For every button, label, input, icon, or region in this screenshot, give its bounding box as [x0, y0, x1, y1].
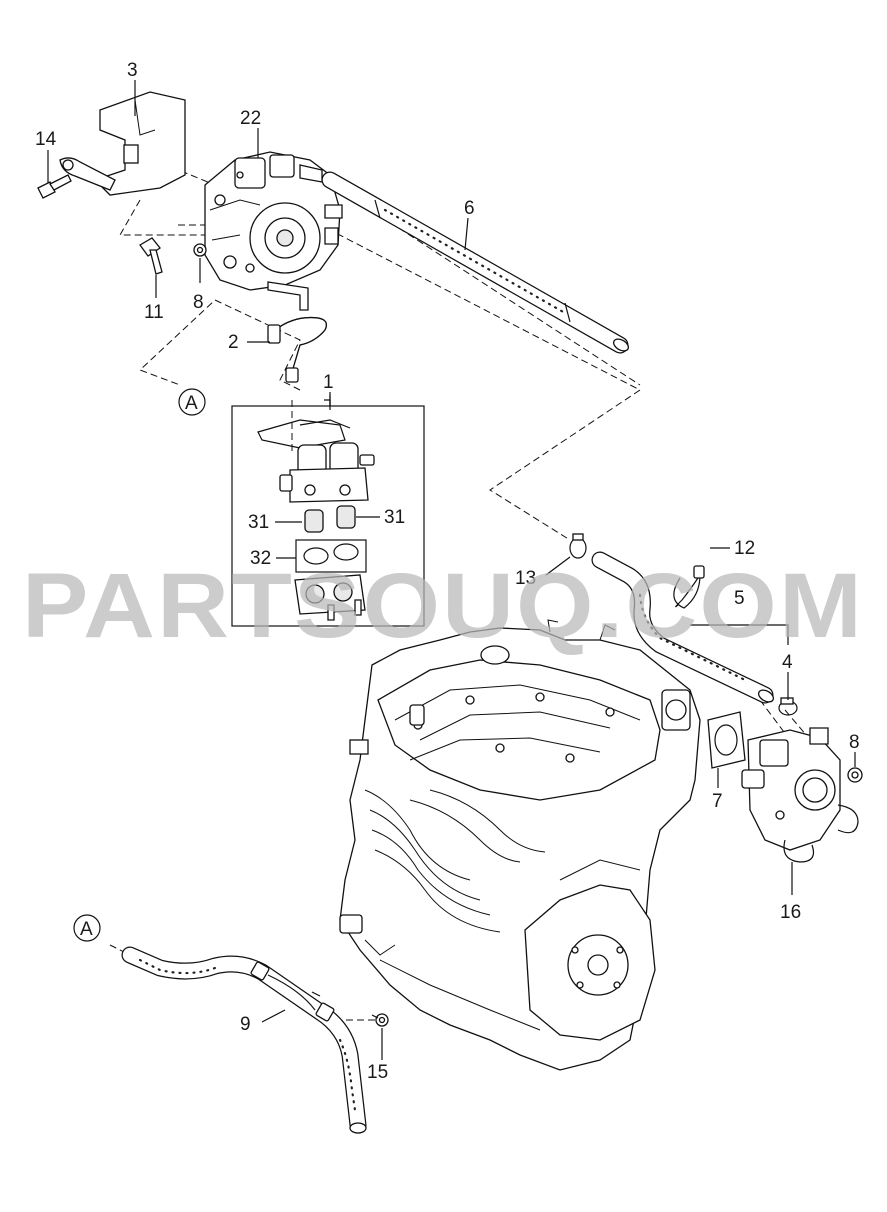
callout-8b: 8 [849, 732, 860, 753]
throttle-body-part [741, 727, 859, 863]
bolt-15-part [371, 1013, 389, 1027]
clamp-4-part [778, 697, 798, 716]
callout-4: 4 [782, 652, 793, 673]
callout-leaders [47, 80, 856, 1060]
marker-a-bottom-label: A [80, 919, 93, 940]
sensor-12-part [673, 565, 705, 609]
bolt-part [37, 174, 72, 199]
washer-8-part [193, 243, 207, 257]
callout-9: 9 [240, 1014, 251, 1035]
callout-3: 3 [127, 60, 138, 81]
callout-labels: 3 14 22 6 11 8 2 1 31 31 32 13 12 5 4 8 … [35, 60, 860, 1083]
callout-6: 6 [464, 198, 475, 219]
hose-9-part [121, 946, 367, 1134]
callout-16: 16 [780, 902, 801, 923]
nut-8-part [847, 767, 863, 783]
callout-22: 22 [240, 108, 261, 129]
hose-6-part [321, 171, 630, 354]
callout-11: 11 [144, 302, 164, 323]
clamp-13-part [569, 533, 587, 559]
callout-15: 15 [367, 1062, 388, 1083]
bracket-part [59, 91, 186, 196]
watermark: PARTSOUQ.COM [22, 555, 864, 657]
callout-8a: 8 [193, 292, 204, 313]
callout-31a: 31 [248, 512, 269, 533]
hose-5-part [591, 551, 775, 704]
callout-14: 14 [35, 129, 57, 150]
callout-7: 7 [712, 791, 723, 812]
pipe-2-part [267, 316, 328, 383]
engine-assembly [339, 619, 701, 1071]
reference-marker-a-top: A [178, 388, 206, 416]
callout-32: 32 [250, 548, 271, 569]
regulator-part [204, 151, 343, 311]
callout-12: 12 [734, 538, 755, 559]
callout-31b: 31 [384, 507, 405, 528]
callout-1: 1 [323, 372, 334, 393]
callout-2: 2 [228, 332, 239, 353]
marker-a-top-label: A [185, 393, 198, 414]
solenoid-kit-box [231, 405, 425, 627]
reference-marker-a-bottom: A [73, 914, 101, 942]
gasket-7-part [707, 711, 746, 769]
callout-13: 13 [515, 568, 536, 589]
callout-5: 5 [734, 588, 745, 609]
bolt-11-part [139, 237, 163, 275]
